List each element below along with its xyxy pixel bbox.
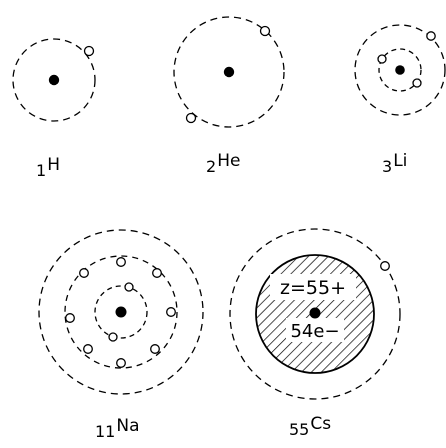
atomic-number: 11 (95, 422, 115, 441)
element-symbol: Na (116, 416, 139, 436)
label-lithium: 3Li (382, 153, 407, 175)
electron (153, 269, 162, 278)
electron (381, 262, 390, 271)
electron (85, 47, 94, 56)
electron (378, 55, 386, 63)
atom-sodium (39, 230, 203, 394)
electron (125, 283, 133, 291)
nucleus (116, 307, 127, 318)
electron (167, 308, 176, 317)
element-symbol: H (47, 155, 60, 175)
electron (413, 79, 421, 87)
atom-hydrogen (13, 39, 95, 121)
element-symbol: He (217, 151, 240, 171)
atomic-number: 2 (206, 157, 216, 176)
electron (117, 258, 126, 267)
electron (427, 32, 435, 40)
electron (117, 359, 126, 368)
core-charge-label: z=55+ (280, 277, 346, 299)
atomic-number: 3 (382, 157, 392, 176)
electron (80, 269, 89, 278)
electron (66, 314, 75, 323)
core-electrons-label: 54e− (290, 321, 339, 342)
nucleus (310, 308, 321, 319)
element-symbol: Cs (310, 414, 331, 434)
nucleus (395, 65, 405, 75)
atomic-number: 55 (289, 420, 309, 439)
label-sodium: 11Na (95, 418, 140, 440)
label-helium: 2He (206, 153, 240, 175)
electron (261, 27, 270, 36)
electron (109, 333, 117, 341)
label-cesium: 55Cs (289, 416, 331, 438)
atomic-number: 1 (36, 161, 46, 180)
atom-lithium (355, 25, 445, 115)
label-hydrogen: 1H (36, 157, 60, 179)
element-symbol: Li (393, 151, 407, 171)
electron (187, 114, 196, 123)
nucleus (49, 75, 59, 85)
nucleus (224, 67, 234, 77)
atom-helium (174, 17, 284, 127)
electron (151, 345, 160, 354)
atom-cesium: z=55+ 54e− (230, 229, 400, 399)
electron (84, 345, 93, 354)
